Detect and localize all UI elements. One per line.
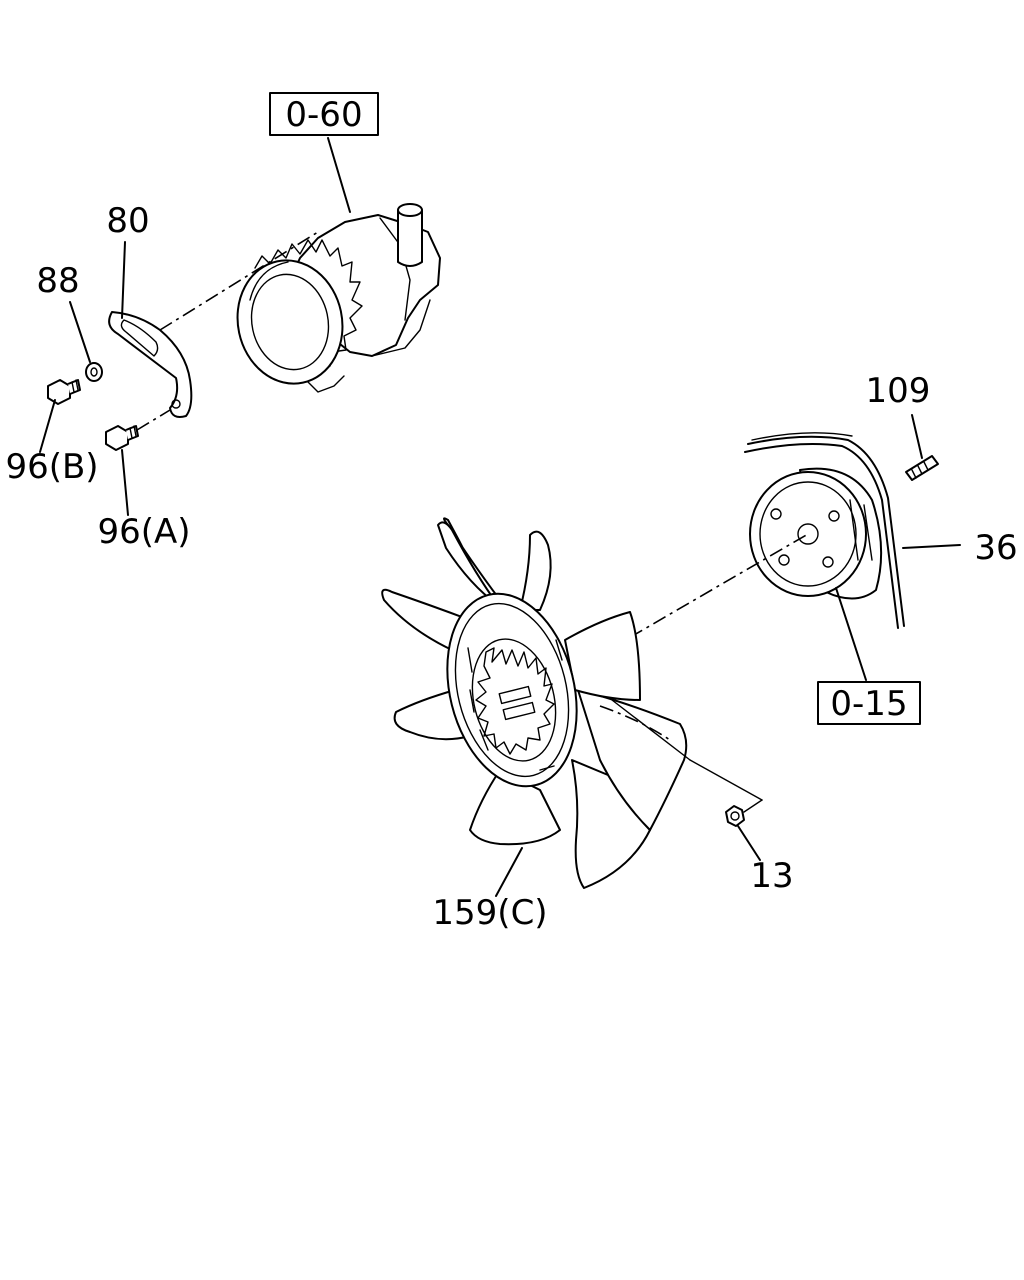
leader-line-bolt-a [121, 449, 129, 516]
callout-nut[interactable]: 13 [750, 856, 793, 896]
reference-box-alternator[interactable]: 0-60 [269, 92, 379, 136]
callout-bracket[interactable]: 80 [106, 201, 149, 241]
centerline-bracket-alternator [159, 231, 319, 331]
callout-fan[interactable]: 159(C) [432, 893, 547, 933]
nut-drawing [725, 805, 745, 827]
stud-drawing [905, 455, 939, 481]
leader-line-alternator [327, 137, 351, 213]
leader-line-nut [737, 825, 761, 861]
reference-label-water-pump: 0-15 [830, 684, 907, 724]
callout-stud[interactable]: 109 [866, 371, 931, 411]
bolt-b-drawing [47, 379, 81, 405]
leader-line-belt [902, 544, 961, 549]
callout-washer[interactable]: 88 [36, 261, 79, 301]
centerline-nut [689, 759, 763, 801]
washer-drawing [85, 362, 103, 382]
water-pump-pulley-drawing [749, 467, 883, 600]
callout-bolt-b[interactable]: 96(B) [5, 447, 98, 487]
alternator-drawing [236, 203, 441, 393]
centerline-nut-end [743, 799, 763, 813]
cooling-fan-drawing [381, 517, 688, 889]
belt-drawing [744, 432, 905, 629]
leader-line-bracket [121, 241, 126, 319]
leader-line-water-pump [835, 587, 867, 681]
leader-line-bolt-b [39, 399, 56, 453]
callout-bolt-a[interactable]: 96(A) [97, 512, 190, 552]
reference-label-alternator: 0-60 [285, 95, 362, 135]
bracket-drawing [108, 311, 193, 418]
leader-line-washer [69, 301, 91, 363]
reference-box-water-pump[interactable]: 0-15 [817, 681, 921, 725]
bolt-a-drawing [105, 425, 139, 451]
leader-line-stud [911, 414, 923, 459]
leader-line-fan-edge [611, 699, 691, 761]
callout-belt[interactable]: 36 [974, 528, 1017, 568]
centerline-bolt-a [136, 409, 171, 431]
leader-line-fan [495, 847, 523, 897]
